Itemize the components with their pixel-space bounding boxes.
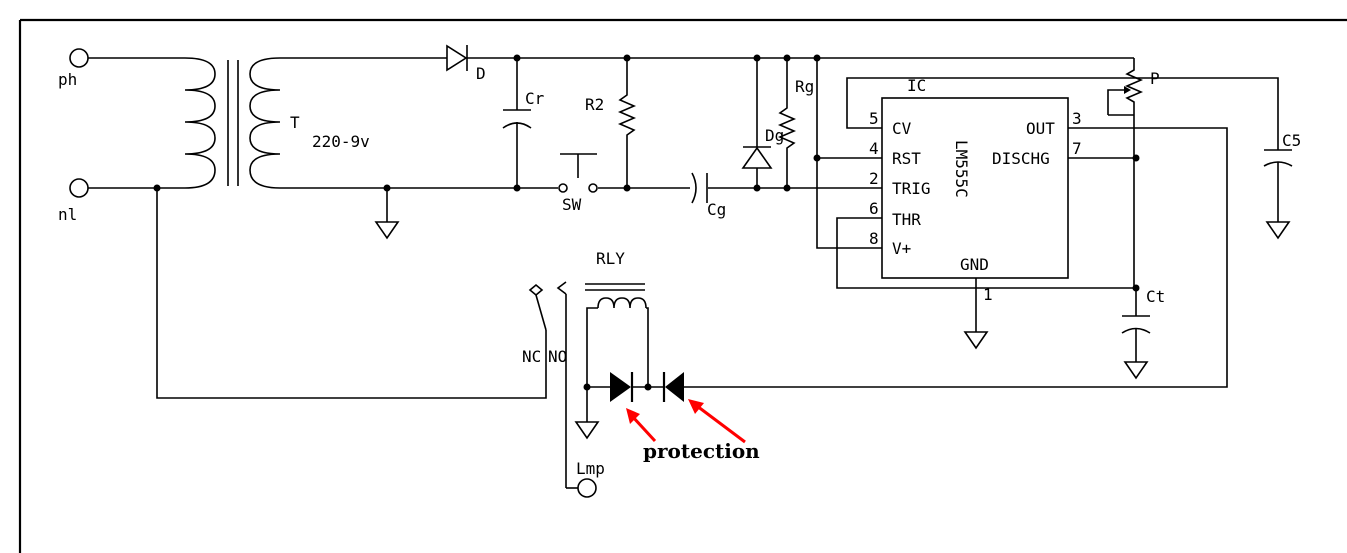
capacitor-ct: Ct	[1121, 287, 1165, 362]
resistor-r2-label: R2	[585, 95, 604, 114]
transformer-ref: T	[290, 113, 300, 132]
phase-terminal: ph	[58, 48, 89, 89]
arrow-icon	[688, 399, 746, 444]
neutral-return	[156, 188, 547, 399]
lamp-label: Lmp	[576, 459, 605, 478]
potentiometer: P	[1107, 58, 1160, 288]
switch-label: SW	[562, 195, 582, 214]
transformer-rating: 220-9v	[312, 132, 370, 151]
pin-name: OUT	[1026, 119, 1055, 138]
cv-line	[846, 77, 1279, 150]
threshold-line	[836, 217, 1136, 289]
capacitor-cr-label: Cr	[525, 89, 545, 108]
ground-icon	[574, 421, 600, 440]
switch: SW	[558, 153, 598, 214]
pin-number: 6	[869, 199, 879, 218]
ground-icon	[1123, 361, 1149, 380]
diode-icon	[665, 372, 684, 402]
diode-d-label: D	[476, 64, 486, 83]
diode-dg-label: Dg	[765, 126, 784, 145]
neutral-label: nl	[58, 205, 77, 224]
capacitor-c5: C5	[1263, 131, 1301, 222]
pin-name: THR	[892, 210, 921, 229]
potentiometer-label: P	[1150, 69, 1160, 88]
ic-part: LM555C	[952, 140, 971, 198]
phase-label: ph	[58, 70, 77, 89]
pin-number: 5	[869, 109, 879, 128]
pin-number: 4	[869, 139, 879, 158]
pin-name: RST	[892, 149, 921, 168]
pin-number: 3	[1072, 109, 1082, 128]
capacitor-c5-label: C5	[1282, 131, 1301, 150]
resistor-rg-label: Rg	[795, 77, 814, 96]
junction-dot-icon	[153, 54, 1140, 391]
pin-number: 7	[1072, 139, 1082, 158]
diode-dg: Dg	[741, 58, 784, 188]
relay-contacts: NC NO	[522, 281, 578, 489]
ic-ref: IC	[907, 76, 926, 95]
diode-icon: D	[446, 44, 486, 83]
arrow-icon	[626, 408, 657, 443]
relay-no-label: NO	[548, 347, 567, 366]
resistor-rg: Rg	[777, 58, 814, 188]
pin-number: 1	[983, 285, 993, 304]
transformer: T 220-9v	[88, 57, 370, 189]
vplus-line	[816, 58, 882, 249]
resistor-r2: R2	[585, 58, 637, 188]
lamp-terminal: Lmp	[576, 459, 605, 498]
pin-number: 8	[869, 229, 879, 248]
pin-name: CV	[892, 119, 912, 138]
relay-coil: RLY	[585, 249, 649, 387]
out-line	[684, 127, 1228, 388]
pin-name: DISCHG	[992, 149, 1050, 168]
ground-icon	[374, 188, 400, 240]
protection-annotation: protection	[643, 439, 760, 463]
capacitor-cg: Cg	[691, 172, 726, 219]
ground-icon	[1265, 221, 1291, 240]
pin-name: GND	[960, 255, 989, 274]
neutral-terminal: nl	[58, 178, 89, 224]
relay-nc-label: NC	[522, 347, 541, 366]
capacitor-ct-label: Ct	[1146, 287, 1165, 306]
capacitor-cr: Cr	[502, 58, 545, 188]
ground-icon	[963, 331, 989, 350]
pin-name: TRIG	[892, 179, 931, 198]
frame	[18, 18, 1347, 553]
diode-icon	[610, 372, 631, 402]
ic-555: IC LM555C 5 4 2 6 8 3 7 1 CV RST TRIG TH…	[869, 76, 1082, 304]
pin-name: V+	[892, 239, 911, 258]
capacitor-cg-label: Cg	[707, 200, 726, 219]
pin-number: 2	[869, 169, 879, 188]
relay-label: RLY	[596, 249, 625, 268]
